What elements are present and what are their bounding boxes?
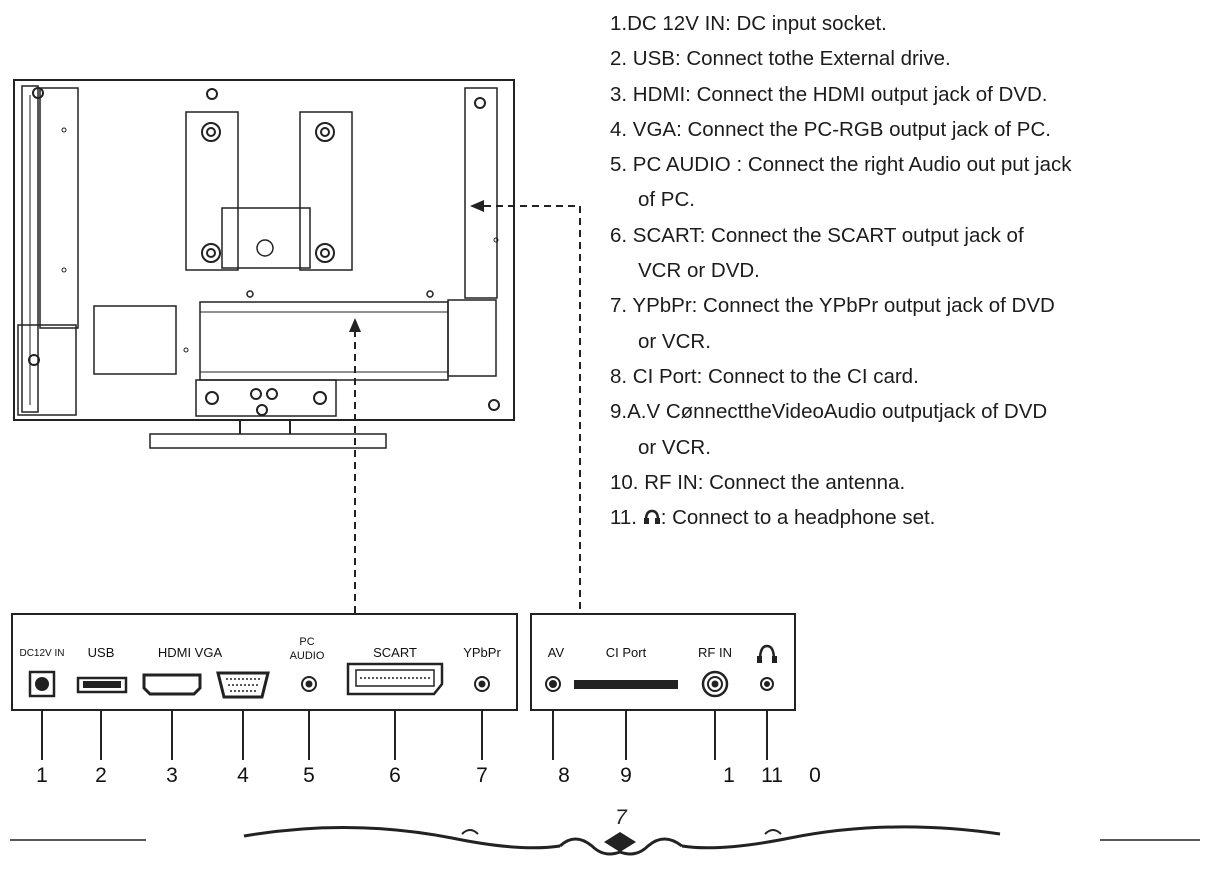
- desc-usb: 2. USB: Connect tothe External drive.: [610, 47, 951, 71]
- desc-scart-cont: VCR or DVD.: [638, 259, 760, 283]
- pc-audio-jack-icon: [301, 676, 317, 692]
- callout-number: 4: [237, 764, 249, 787]
- number-leaders: [41, 710, 768, 760]
- arrow-up-icon: [349, 318, 361, 332]
- callout-number: 5: [303, 764, 315, 787]
- scart-port-icon: [346, 662, 444, 696]
- connector-descriptions: 1.DC 12V IN: DC input socket. 2. USB: Co…: [610, 6, 1209, 535]
- label-usb: USB: [87, 645, 115, 660]
- vga-port-icon: [216, 671, 270, 699]
- av-jack-icon: [545, 676, 561, 692]
- label-scart: SCART: [373, 645, 417, 660]
- desc-ypbpr: 7. YPbPr: Connect the YPbPr output jack …: [610, 294, 1055, 318]
- headphone-icon: [643, 509, 660, 525]
- desc-ypbpr-cont: or VCR.: [638, 329, 711, 353]
- desc-headphone-number: 11.: [610, 506, 637, 530]
- desc-headphone-text: : Connect to a headphone set.: [660, 506, 936, 530]
- callout-number: 7: [476, 764, 488, 787]
- desc-ci-port: 8. CI Port: Connect to the CI card.: [610, 364, 919, 388]
- headphone-jack-icon: [760, 677, 774, 691]
- desc-rf-in: 10. RF IN: Connect the antenna.: [610, 470, 906, 494]
- desc-dc: 1.DC 12V IN: DC input socket.: [610, 12, 887, 35]
- arrow-left-icon: [470, 200, 484, 212]
- label-ypbpr: YPbPr: [463, 645, 501, 660]
- callout-number: 11: [761, 764, 783, 787]
- left-port-panel: [11, 613, 518, 711]
- callout-number: 8: [558, 764, 570, 787]
- desc-hdmi: 3. HDMI: Connect the HDMI output jack of…: [610, 82, 1048, 106]
- desc-scart: 6. SCART: Connect the SCART output jack …: [610, 223, 1024, 247]
- callout-number: 9: [620, 764, 632, 787]
- label-pc: PC: [299, 636, 315, 648]
- desc-av: 9.A.V CønnecttheVideoAudio outputjack of…: [610, 400, 1048, 424]
- callout-number: 2: [95, 764, 107, 787]
- label-av: AV: [547, 645, 565, 660]
- desc-pc-audio: 5. PC AUDIO : Connect the right Audio ou…: [610, 153, 1072, 177]
- footer-ornament: [10, 825, 1200, 856]
- headphone-icon: [757, 644, 777, 663]
- callout-number: 0: [809, 764, 821, 787]
- usb-port-icon: [76, 676, 128, 694]
- callout-number: 3: [166, 764, 178, 787]
- callout-number: 1: [36, 764, 48, 787]
- page-number: 7: [615, 806, 627, 829]
- desc-av-cont: or VCR.: [638, 435, 711, 459]
- label-rf-in: RF IN: [698, 645, 732, 660]
- callout-number: 1: [723, 764, 735, 787]
- hdmi-port-icon: [142, 673, 202, 696]
- callout-number: 6: [389, 764, 401, 787]
- label-hdmi-vga: HDMI VGA: [157, 645, 223, 660]
- dc-socket-icon: [28, 670, 56, 698]
- rf-in-connector-icon: [701, 670, 729, 698]
- label-audio: AUDIO: [289, 650, 325, 662]
- ypbpr-jack-icon: [474, 676, 490, 692]
- label-ci-port: CI Port: [605, 645, 647, 660]
- desc-pc-audio-cont: of PC.: [638, 188, 695, 212]
- ci-port-slot-icon: [574, 680, 678, 689]
- right-port-panel: [530, 613, 796, 711]
- tv-back-illustration: [13, 79, 515, 449]
- desc-headphone: 11. : Connect to a headphone set.: [610, 500, 1209, 535]
- connector-leaders: [354, 205, 581, 614]
- desc-vga: 4. VGA: Connect the PC-RGB output jack o…: [610, 117, 1051, 141]
- label-dc12v-in: DC12V IN: [19, 648, 65, 659]
